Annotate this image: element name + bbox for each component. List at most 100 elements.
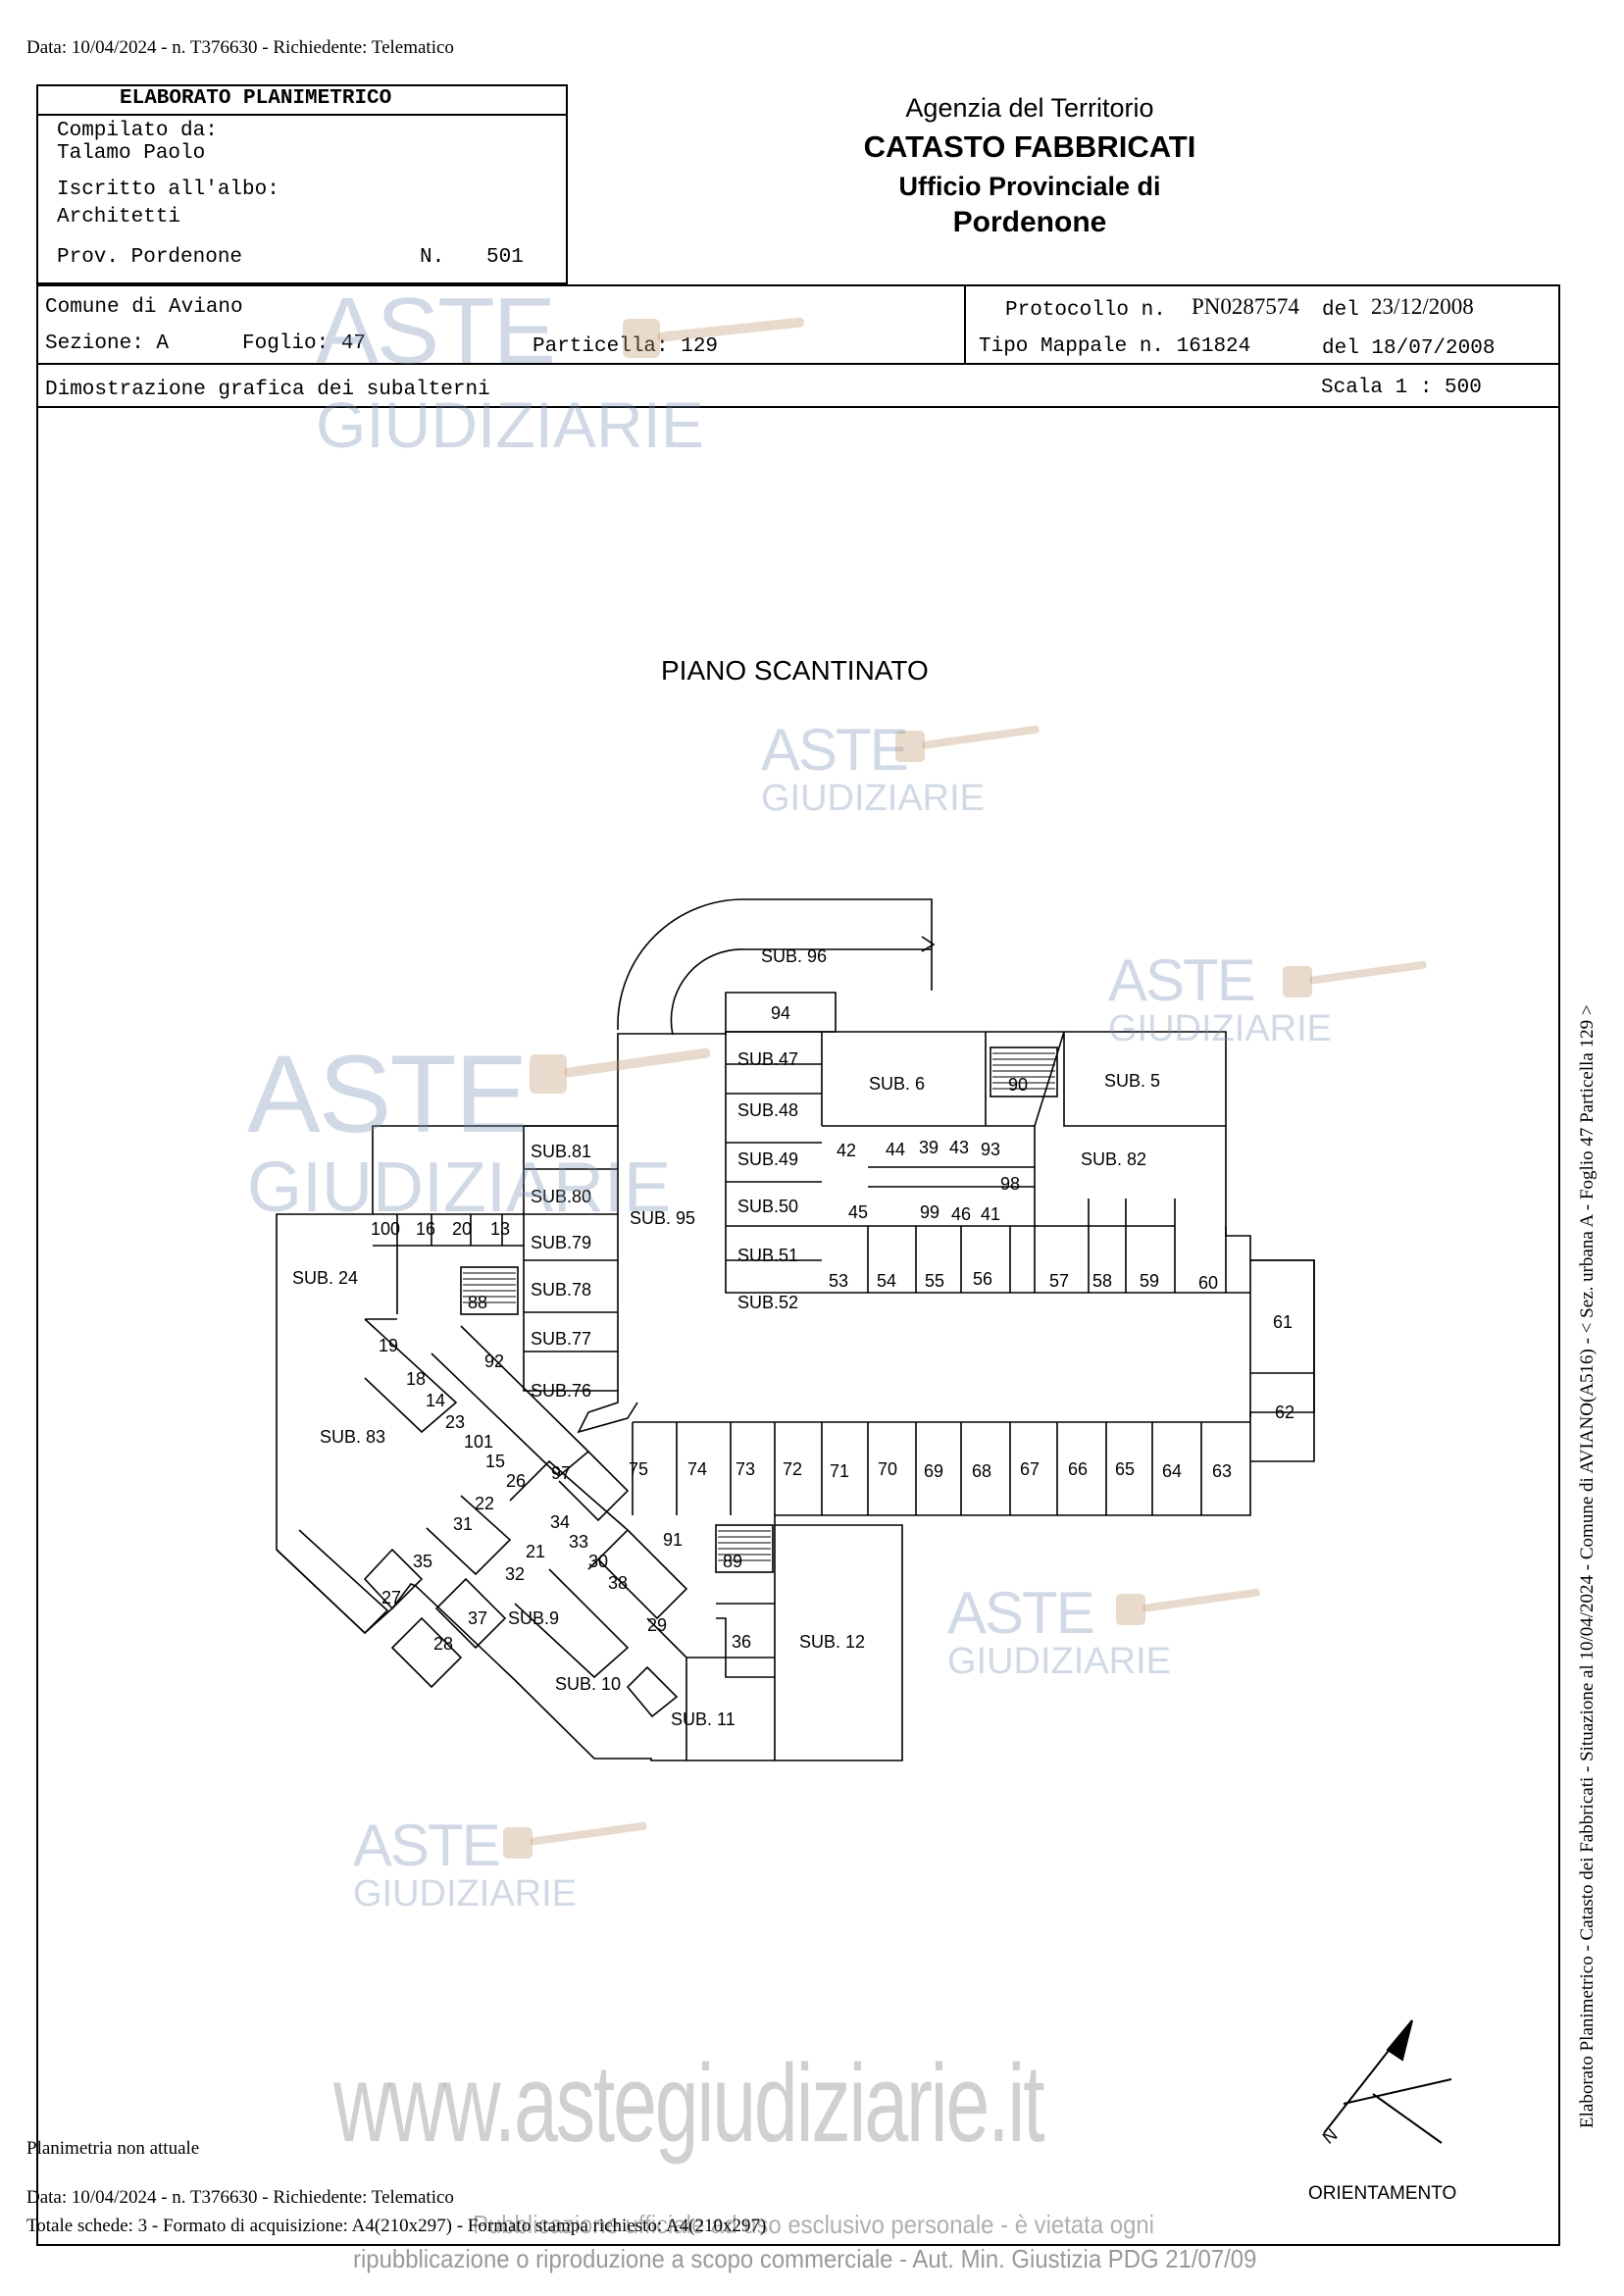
unit-label: 89 bbox=[723, 1552, 743, 1571]
watermark-aste: ASTE bbox=[947, 1580, 1095, 1646]
protocollo-label: Protocollo n. bbox=[1005, 299, 1166, 322]
unit-label: SUB.77 bbox=[531, 1329, 592, 1349]
watermark-notice-1: Pubblicazione ufficiale ad uso esclusivo… bbox=[473, 2210, 1155, 2239]
unit-label: 88 bbox=[468, 1293, 488, 1312]
unit-label: 39 bbox=[919, 1138, 939, 1157]
protocollo-date: 23/12/2008 bbox=[1371, 294, 1474, 319]
unit-label: 30 bbox=[588, 1552, 609, 1571]
unit-label: 72 bbox=[783, 1459, 803, 1479]
foglio-value: Foglio: 47 bbox=[242, 332, 367, 355]
unit-label: 100 bbox=[371, 1219, 401, 1239]
unit-label: SUB.52 bbox=[737, 1293, 799, 1312]
unit-label: 19 bbox=[379, 1336, 399, 1355]
unit-label: 61 bbox=[1273, 1312, 1294, 1332]
unit-label: SUB.50 bbox=[737, 1197, 799, 1216]
unit-label: 54 bbox=[877, 1271, 897, 1291]
unit-label: SUB. 12 bbox=[799, 1632, 866, 1652]
sezione-value: Sezione: A bbox=[45, 332, 170, 355]
unit-label: 99 bbox=[920, 1202, 940, 1222]
unit-label: 31 bbox=[453, 1514, 474, 1534]
unit-label: 56 bbox=[973, 1269, 993, 1289]
scala-value: Scala 1 : 500 bbox=[1321, 377, 1482, 399]
watermark-giudiziarie: GIUDIZIARIE bbox=[247, 1148, 672, 1227]
unit-label: SUB.51 bbox=[737, 1246, 799, 1265]
unit-label: 16 bbox=[416, 1219, 436, 1239]
unit-label: 92 bbox=[484, 1352, 505, 1371]
unit-label: 33 bbox=[569, 1532, 589, 1552]
unit-label: 41 bbox=[981, 1204, 1001, 1224]
tipo-mappale: Tipo Mappale n. 161824 bbox=[979, 335, 1251, 358]
unit-label: 55 bbox=[925, 1271, 945, 1291]
unit-label: SUB.79 bbox=[531, 1233, 592, 1252]
watermark-giudiziarie: GIUDIZIARIE bbox=[1108, 1008, 1333, 1049]
unit-label: 20 bbox=[452, 1219, 473, 1239]
unit-label: 22 bbox=[475, 1494, 495, 1513]
unit-label: SUB. 96 bbox=[761, 946, 828, 966]
unit-label: SUB. 82 bbox=[1081, 1149, 1147, 1169]
unit-label: 71 bbox=[830, 1461, 850, 1481]
prov-value: Prov. Pordenone bbox=[57, 246, 243, 269]
unit-label: 94 bbox=[771, 1003, 791, 1023]
unit-label: 74 bbox=[687, 1459, 708, 1479]
gavel-icon bbox=[1116, 1588, 1260, 1625]
unit-label: SUB.78 bbox=[531, 1280, 592, 1300]
unit-label: 67 bbox=[1020, 1459, 1040, 1479]
unit-label: 26 bbox=[506, 1471, 527, 1491]
stair-88 bbox=[460, 1266, 519, 1315]
albo-value: Architetti bbox=[57, 206, 181, 229]
watermark-giudiziarie: GIUDIZIARIE bbox=[947, 1641, 1172, 1682]
unit-label: SUB.48 bbox=[737, 1100, 799, 1120]
n-label: N. bbox=[420, 246, 445, 269]
unit-label: 63 bbox=[1212, 1461, 1233, 1481]
watermark-aste: ASTE bbox=[353, 1812, 501, 1878]
unit-label: 23 bbox=[445, 1412, 466, 1432]
unit-label: 90 bbox=[1008, 1075, 1029, 1095]
unit-label: 93 bbox=[981, 1140, 1001, 1159]
dimostrazione-label: Dimostrazione grafica dei subalterni bbox=[45, 379, 490, 401]
gavel-icon bbox=[895, 725, 1040, 762]
ramp-inner bbox=[670, 948, 932, 1036]
unit-label: 42 bbox=[837, 1141, 857, 1160]
unit-label: 59 bbox=[1140, 1271, 1160, 1291]
unit-label: 101 bbox=[464, 1432, 494, 1452]
unit-label: SUB.49 bbox=[737, 1149, 799, 1169]
watermark-aste: ASTE bbox=[1108, 947, 1256, 1013]
unit-label: 53 bbox=[829, 1271, 849, 1291]
stair-hatch bbox=[463, 1052, 1055, 1561]
dimostrazione-row-bottom bbox=[36, 406, 1560, 408]
agency-line3: Ufficio Provinciale di bbox=[898, 172, 1161, 201]
unit-label: SUB.81 bbox=[531, 1142, 592, 1161]
unit-label: SUB.47 bbox=[737, 1049, 799, 1069]
unit-label: SUB. 5 bbox=[1104, 1071, 1161, 1091]
unit-label: 60 bbox=[1198, 1273, 1219, 1293]
request-line-bottom: Data: 10/04/2024 - n. T376630 - Richiede… bbox=[26, 2187, 454, 2208]
elaborato-divider bbox=[36, 114, 568, 116]
protocollo-value: PN0287574 bbox=[1192, 294, 1299, 319]
planimetria-non-attuale: Planimetria non attuale bbox=[26, 2138, 200, 2159]
side-caption: Elaborato Planimetrico - Catasto dei Fab… bbox=[1577, 1004, 1598, 2128]
unit-label: 29 bbox=[647, 1615, 668, 1635]
watermark-aste: ASTE bbox=[761, 717, 909, 783]
unit-label: SUB. 83 bbox=[320, 1427, 386, 1447]
unit-label: 18 bbox=[406, 1369, 427, 1389]
elaborato-box bbox=[36, 84, 568, 284]
unit-label: 64 bbox=[1162, 1461, 1183, 1481]
unit-label: SUB.80 bbox=[531, 1187, 592, 1206]
unit-label: SUB. 24 bbox=[292, 1268, 359, 1288]
watermark-aste: ASTE bbox=[247, 1033, 529, 1155]
unit-label: 58 bbox=[1092, 1271, 1113, 1291]
orientation-label: ORIENTAMENTO bbox=[1308, 2183, 1457, 2204]
request-line-top: Data: 10/04/2024 - n. T376630 - Richiede… bbox=[26, 37, 454, 58]
tipo-del: del 18/07/2008 bbox=[1322, 337, 1496, 360]
protocollo-del: del bbox=[1322, 299, 1359, 322]
agency-line4: Pordenone bbox=[952, 206, 1107, 238]
watermark-giudiziarie: GIUDIZIARIE bbox=[761, 778, 986, 819]
unit-label: 73 bbox=[736, 1459, 756, 1479]
iscritto-label: Iscritto all'albo: bbox=[57, 179, 279, 201]
unit-label: 35 bbox=[413, 1552, 433, 1571]
unit-label: 98 bbox=[1000, 1174, 1021, 1194]
n-value: 501 bbox=[486, 246, 524, 269]
unit-label: 27 bbox=[381, 1588, 402, 1607]
plan-title: PIANO SCANTINATO bbox=[661, 655, 929, 686]
